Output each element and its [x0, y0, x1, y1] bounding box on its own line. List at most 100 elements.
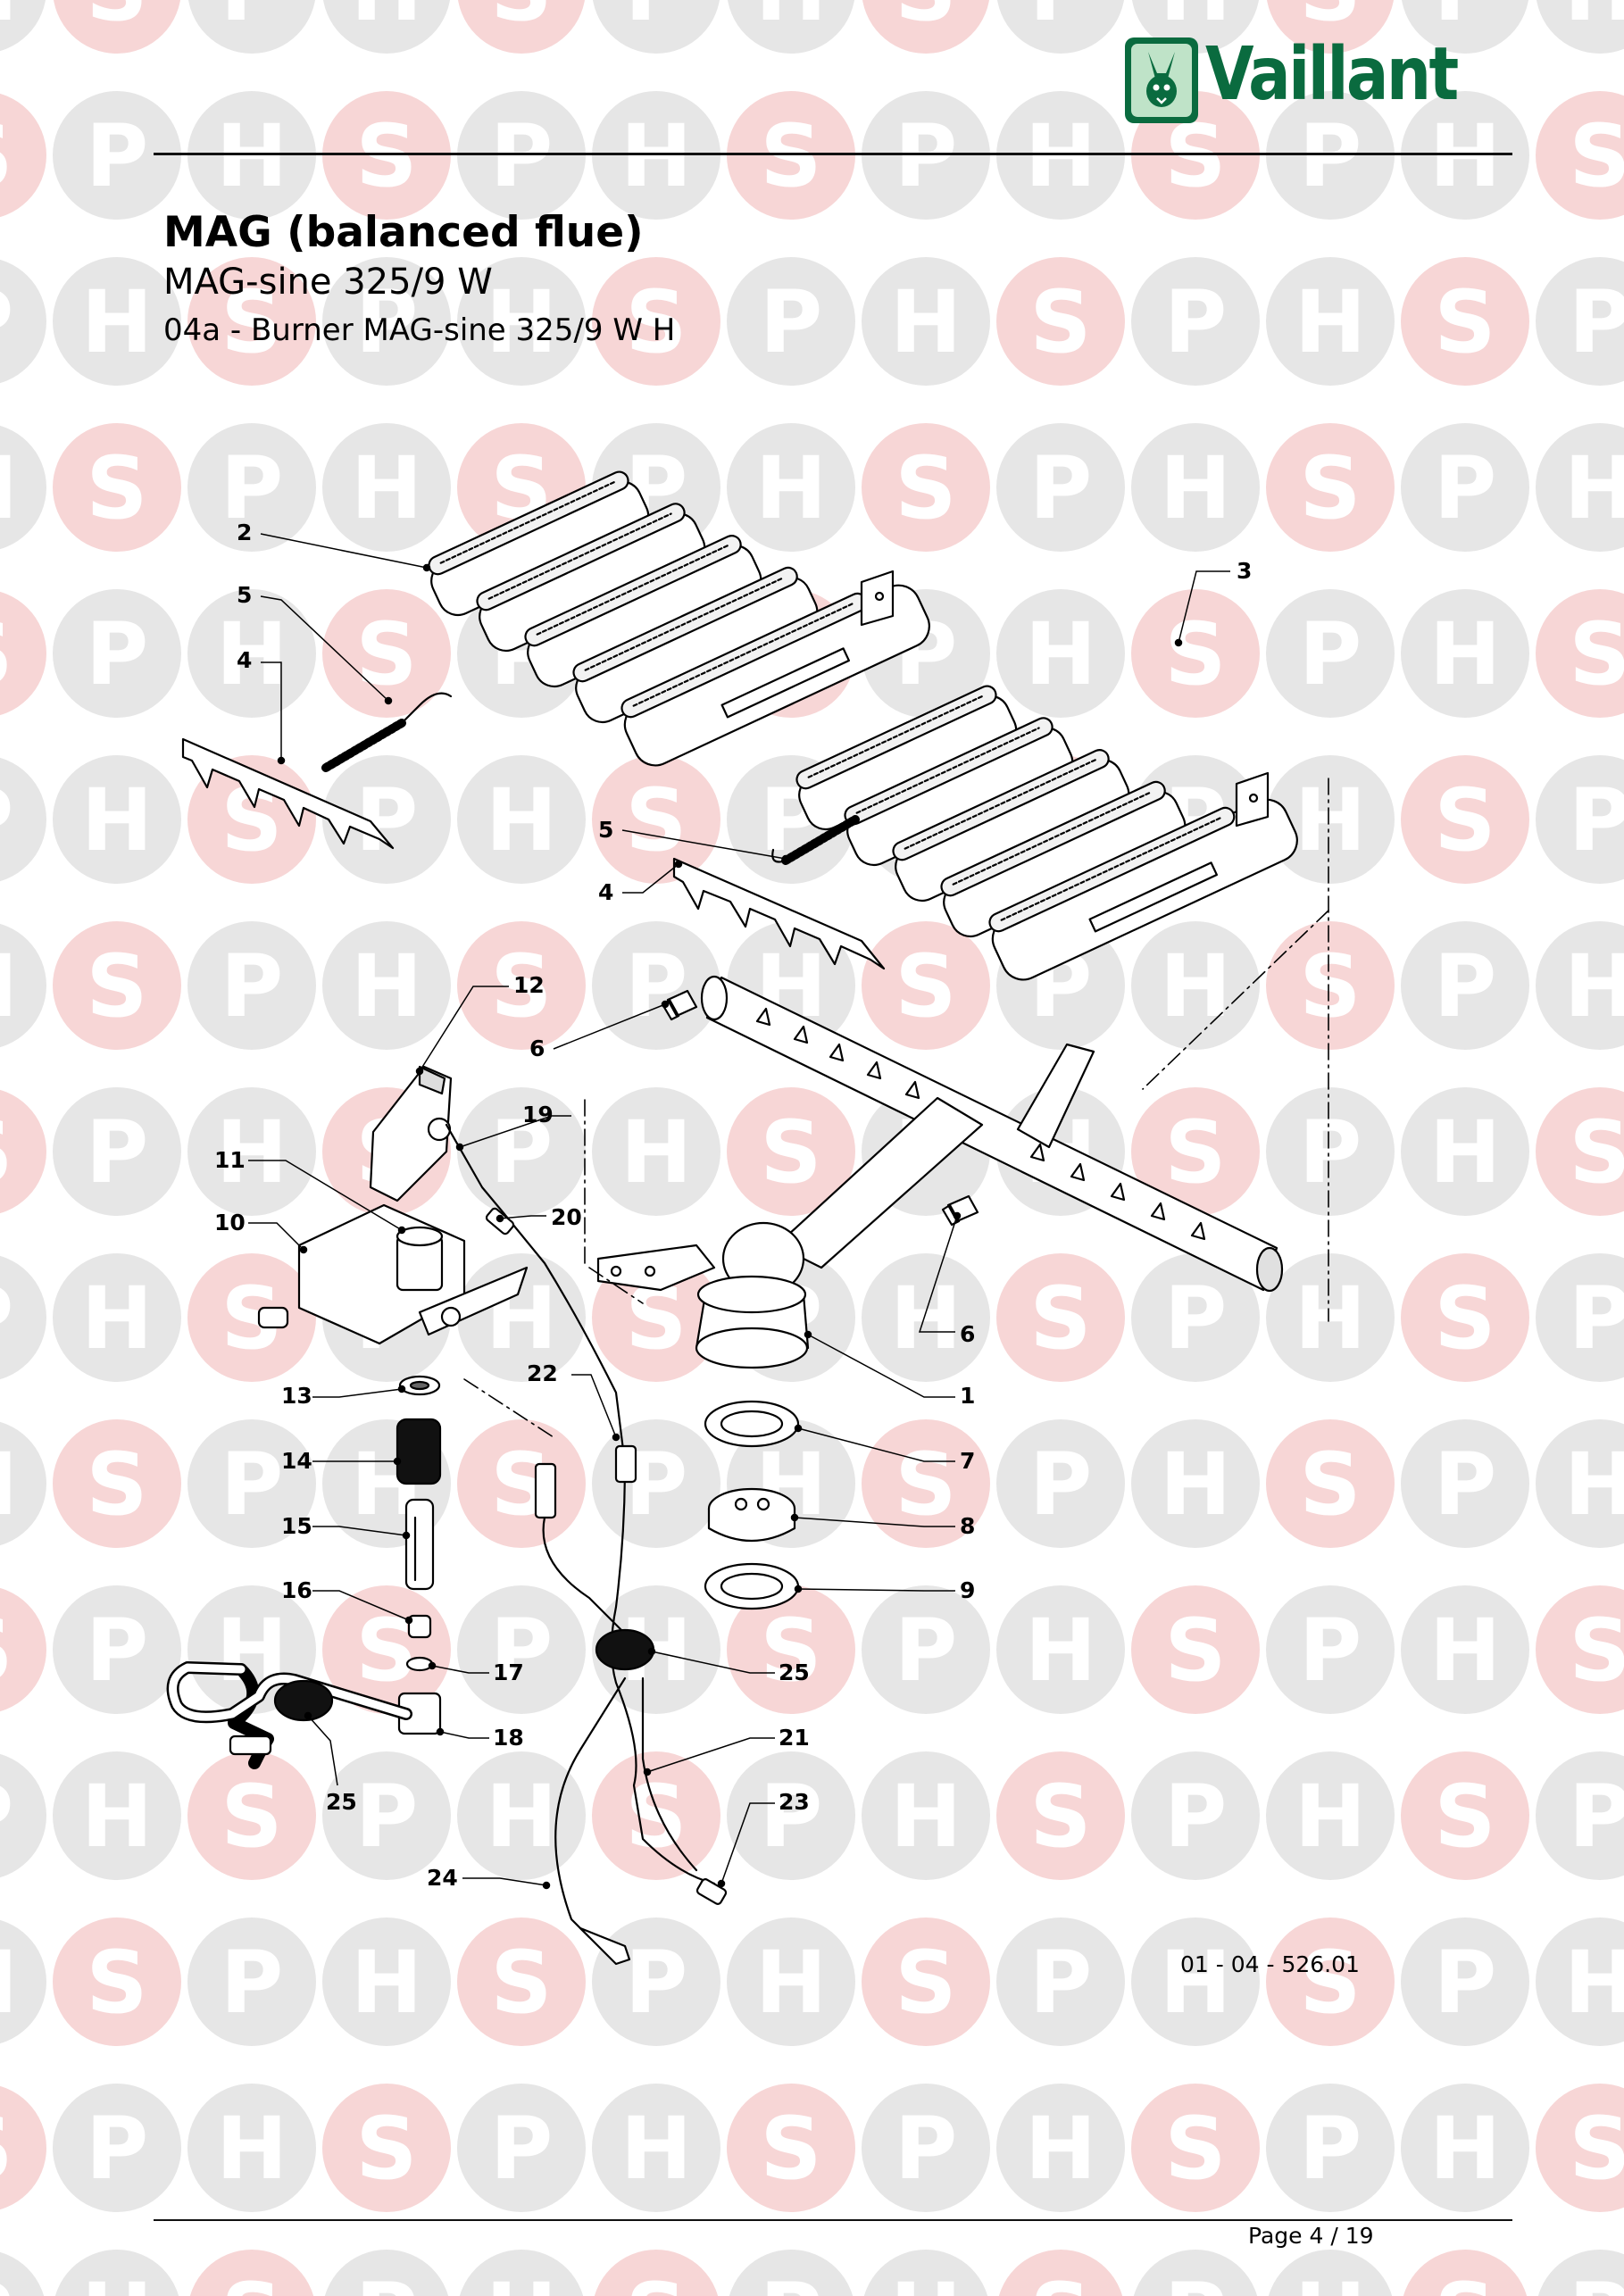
watermark-letter: P — [86, 1601, 148, 1701]
leader-line-l19 — [459, 1115, 571, 1148]
part-label-l8: 8 — [960, 1513, 975, 1539]
watermark-circle — [862, 1585, 990, 1714]
watermark-circle — [996, 1253, 1125, 1382]
watermark-circle — [0, 1919, 46, 2044]
leader-dot-l3 — [1174, 638, 1183, 647]
part-label-l1: 1 — [960, 1383, 975, 1409]
part-label-l13: 13 — [281, 1383, 312, 1409]
watermark-circle — [459, 2250, 584, 2296]
watermark-circle — [996, 589, 1125, 718]
watermark-circle — [1536, 1917, 1624, 2046]
part-label-l12: 12 — [513, 972, 545, 998]
leader-line-l7 — [797, 1427, 955, 1462]
part-label-l23: 23 — [779, 1789, 810, 1815]
watermark-circle — [53, 1419, 181, 1548]
watermark-letter: S — [86, 1933, 147, 2033]
watermark-circle — [0, 425, 46, 550]
watermark-circle — [53, 423, 181, 552]
leader-dot-l22 — [612, 1433, 620, 1442]
watermark-circle — [998, 2250, 1123, 2296]
watermark-letter: P — [221, 438, 283, 538]
watermark-letter: S — [355, 106, 417, 206]
watermark-letter: H — [1025, 1601, 1096, 1701]
watermark-circle — [1131, 589, 1260, 718]
leader-dot-l8 — [790, 1513, 799, 1522]
watermark-letter: H — [81, 1269, 153, 1368]
watermark-circle — [727, 423, 855, 552]
watermark-letter: P — [1569, 1269, 1624, 1368]
watermark-circle — [0, 1255, 46, 1380]
watermark-letter: H — [620, 1102, 692, 1202]
watermark-letter: S — [895, 0, 956, 40]
watermark-letter: H — [216, 604, 287, 704]
watermark-letter: P — [0, 1269, 13, 1368]
part-label-l19: 19 — [522, 1102, 554, 1127]
watermark-circle — [1536, 1751, 1624, 1880]
watermark-circle — [727, 257, 855, 386]
watermark-circle — [1536, 423, 1624, 552]
watermark-circle — [322, 2084, 451, 2212]
watermark-circle — [1266, 257, 1395, 386]
watermark-circle — [188, 0, 315, 54]
watermark-circle — [322, 589, 451, 718]
watermark-letter: S — [625, 770, 687, 870]
watermark-letter: P — [221, 1435, 283, 1535]
watermark-letter: S — [895, 438, 956, 538]
watermark-circle — [1536, 257, 1624, 386]
pilot-bracket — [257, 1203, 529, 1345]
watermark-circle — [1536, 589, 1624, 718]
watermark-letter: S — [1569, 2099, 1624, 2199]
watermark-circle — [1536, 2084, 1624, 2212]
watermark-letter: H — [1295, 272, 1366, 372]
watermark-letter: P — [895, 106, 957, 206]
watermark-circle — [457, 257, 586, 386]
watermark-letter: H — [620, 106, 692, 206]
leader-line-l17 — [431, 1665, 489, 1674]
watermark-circle — [187, 257, 316, 386]
watermark-circle — [996, 1419, 1125, 1548]
watermark-circle — [592, 755, 720, 884]
watermark-circle — [862, 1751, 990, 1880]
watermark-circle — [1401, 91, 1529, 220]
watermark-letter: P — [1164, 1767, 1227, 1867]
watermark-letter: H — [81, 2265, 153, 2296]
watermark-circle — [1536, 1087, 1624, 1216]
leader-dot-l25b — [304, 1711, 312, 1720]
watermark-letter: S — [760, 1601, 821, 1701]
leader-dot-l6a — [661, 1000, 670, 1009]
watermark-letter: S — [1434, 272, 1495, 372]
watermark-letter: S — [1029, 1767, 1091, 1867]
watermark-letter: H — [1429, 106, 1501, 206]
watermark-letter: P — [1029, 0, 1092, 40]
watermark-letter: P — [1299, 1601, 1362, 1701]
watermark-letter: H — [1160, 0, 1231, 40]
leader-dot-l25a — [647, 1647, 656, 1656]
watermark-letter: S — [355, 2099, 417, 2199]
bracket-left — [181, 737, 395, 850]
watermark-circle — [53, 257, 181, 386]
watermark-circle — [727, 1917, 855, 2046]
watermark-letter: P — [1569, 1767, 1624, 1867]
watermark-circle — [1131, 1087, 1260, 1216]
watermark-circle — [1266, 1087, 1395, 1216]
leader-line-l21 — [646, 1737, 775, 1773]
hare-emblem-icon — [1125, 37, 1198, 123]
watermark-letter: S — [221, 1767, 282, 1867]
watermark-letter: S — [1434, 2265, 1495, 2296]
watermark-circle — [457, 2084, 586, 2212]
watermark-circle — [1266, 1585, 1395, 1714]
leader-line-l2 — [260, 533, 428, 569]
leader-dot-l12 — [415, 1067, 424, 1076]
burner-blades-right — [795, 685, 1298, 981]
watermark-circle — [187, 1419, 316, 1548]
leader-line-l1 — [807, 1334, 955, 1398]
part-label-l5a: 5 — [237, 582, 252, 608]
watermark-letter: P — [760, 2265, 822, 2296]
watermark-circle — [457, 755, 586, 884]
injector-lower — [941, 1194, 979, 1227]
watermark-letter: H — [1429, 2099, 1501, 2199]
part-label-l14: 14 — [281, 1448, 312, 1474]
watermark-letter: P — [0, 272, 13, 372]
watermark-letter: H — [1160, 438, 1231, 538]
